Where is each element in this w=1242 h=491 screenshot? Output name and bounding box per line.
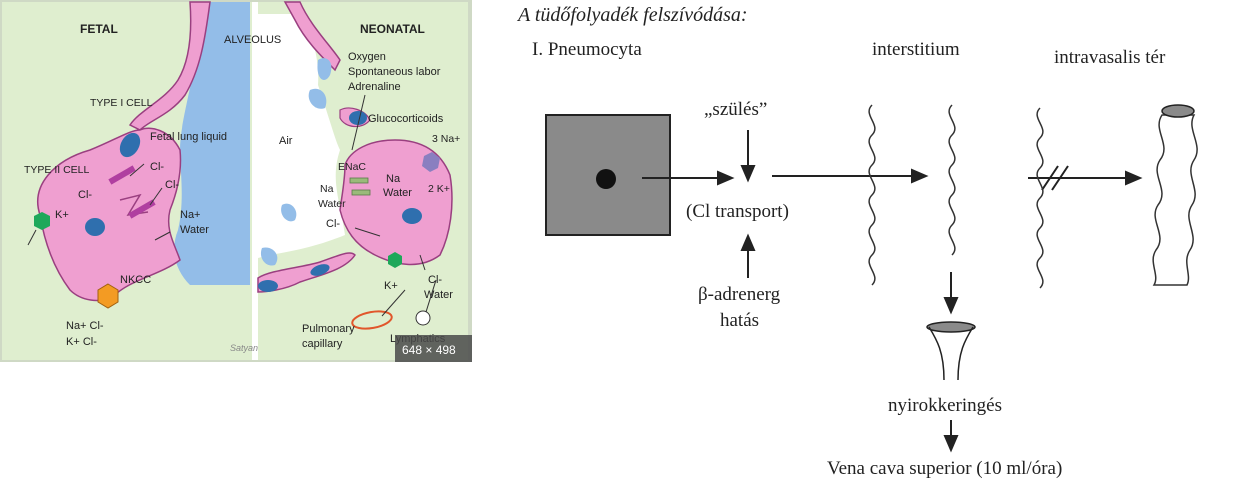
nucleus-type2-fetal: [85, 218, 105, 236]
image-size-badge: [395, 335, 472, 362]
pump-na-label: 3 Na+: [432, 133, 460, 145]
stimulus-oxygen: Oxygen: [348, 51, 386, 63]
cftr-channel-1: [108, 165, 136, 185]
fetal-neonatal-diagram: FETAL NEONATAL ALVEOLUS TYPE I CELL TYPE…: [0, 0, 472, 362]
pulmonary-label-1: Pulmonary: [302, 323, 355, 335]
na-label-in: Na: [386, 173, 401, 185]
water-label-out: Water: [318, 198, 346, 210]
fetal-lung-liquid: [174, 2, 250, 285]
stimulus-adrenaline: Adrenaline: [348, 81, 401, 93]
lymph-vessel: [928, 326, 974, 381]
type1-cell-fetal: [128, 1, 211, 131]
col-interstitium: interstitium: [872, 39, 960, 60]
type2-label: TYPE II CELL: [24, 164, 90, 176]
interstitium-line-1: [868, 104, 876, 286]
na-label-fetal: Na+: [180, 209, 201, 221]
type2-cell-neonatal: [339, 139, 453, 266]
cl-transport-label: (Cl transport): [686, 201, 789, 222]
na-k-pump-fetal: [34, 212, 50, 230]
col-pneumocyta: I. Pneumocyta: [532, 39, 642, 60]
k-label-neonatal: K+: [384, 280, 398, 292]
pneumocyte-nucleus: [596, 169, 616, 189]
water-label-lymph: Water: [424, 289, 453, 301]
na-k-atpase-neonatal: [422, 152, 440, 172]
water-label-in: Water: [383, 187, 412, 199]
enac-label: ENaC: [338, 161, 366, 173]
type1-label: TYPE I CELL: [90, 97, 153, 109]
nkcc-ions-1: Na+ Cl-: [66, 320, 104, 332]
cl-label-1: Cl-: [150, 161, 164, 173]
lymph-vessel-opening: [926, 321, 976, 333]
cl-label-neonatal: Cl-: [326, 218, 340, 230]
type2-cell-fetal: [37, 127, 182, 302]
cl-label-3: Cl-: [78, 189, 92, 201]
panel-divider: [252, 2, 258, 360]
alveolus-label: ALVEOLUS: [224, 34, 281, 46]
image-size-text: 648 × 498: [402, 343, 456, 357]
nkcc-label: NKCC: [120, 274, 151, 286]
resorption-schematic: A tüdőfolyadék felszívódása: I. Pneumocy…: [516, 4, 1198, 479]
pulmonary-capillary-shape: [351, 310, 393, 330]
pump-k-label: 2 K+: [428, 183, 450, 195]
na-k-pump-neonatal: [388, 252, 402, 268]
pulmonary-label-2: capillary: [302, 338, 343, 350]
hatas-label: hatás: [720, 310, 759, 331]
nyirok-label: nyirokkeringés: [888, 395, 1002, 416]
na-label-out: Na: [320, 183, 334, 195]
k-label-fetal: K+: [55, 209, 69, 221]
vena-cava-label: Vena cava superior (10 ml/óra): [827, 458, 1062, 479]
lung-liquid-illustration: FETAL NEONATAL ALVEOLUS TYPE I CELL TYPE…: [0, 0, 472, 362]
vessel-opening: [1161, 104, 1195, 118]
interstitium-line-2: [948, 104, 956, 256]
nucleus-type1-neonatal: [349, 111, 367, 125]
diagram-title: A tüdőfolyadék felszívódása:: [516, 4, 748, 26]
type1-cell-neonatal: [283, 1, 341, 72]
air-label: Air: [279, 135, 293, 147]
col-intravasalis: intravasalis tér: [1054, 47, 1166, 68]
enac-channel-2: [351, 189, 371, 196]
enac-channel-1: [349, 177, 369, 184]
cl-label-lymph: Cl-: [428, 274, 442, 286]
nucleus-type1-fetal: [119, 132, 141, 158]
beta-adrenerg-label: β-adrenerg: [698, 284, 781, 305]
cl-label-2: Cl-: [165, 179, 179, 191]
stimulus-labor: Spontaneous labor: [348, 66, 441, 78]
lung-fluid-resorption-diagram: A tüdőfolyadék felszívódása: I. Pneumocy…: [492, 0, 1242, 486]
lymphatic-vessel: [415, 310, 431, 326]
nkcc-transporter: [97, 283, 119, 309]
neonatal-air-space: [258, 14, 345, 258]
glucocorticoids-label: Glucocorticoids: [368, 113, 444, 125]
fetal-fluid-label: Fetal lung liquid: [150, 131, 227, 143]
fetal-label: FETAL: [80, 22, 118, 36]
nucleus-type2-neonatal: [402, 208, 422, 224]
interstitium-line-3: [1036, 107, 1044, 289]
szules-label: „szülés”: [704, 99, 767, 120]
nkcc-ions-2: K+ Cl-: [66, 336, 97, 348]
signature: Satyan: [230, 343, 258, 353]
water-label-fetal: Water: [180, 224, 209, 236]
cftr-channel-2: [128, 199, 156, 219]
blood-vessel: [1152, 114, 1198, 286]
neonatal-label: NEONATAL: [360, 22, 425, 36]
